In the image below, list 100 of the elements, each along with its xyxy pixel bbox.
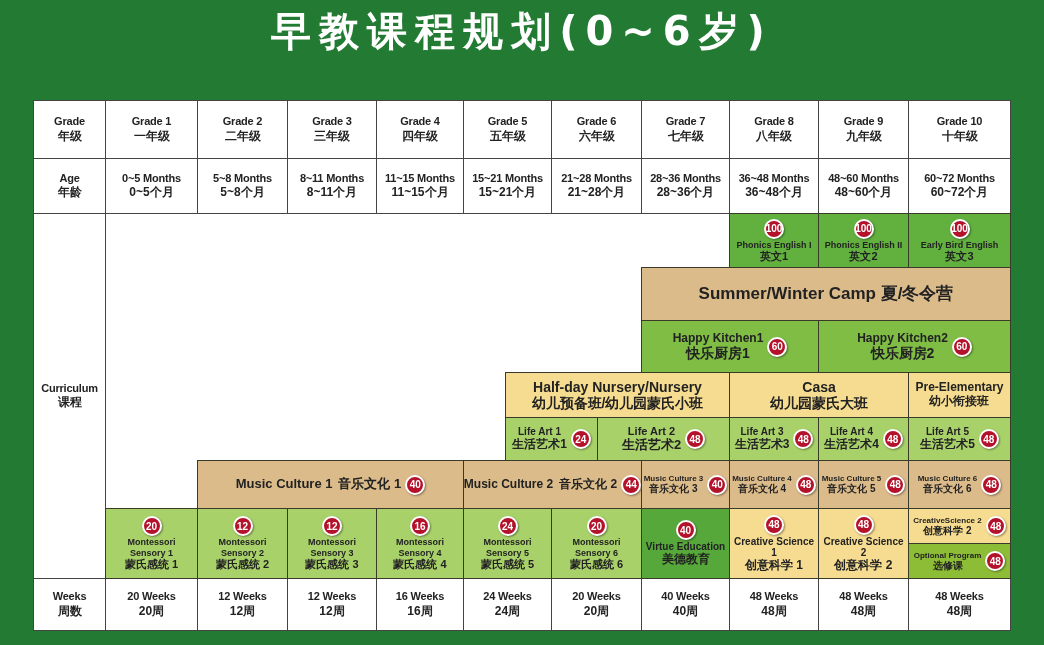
course-block [105,508,198,579]
cell-text: 20周 [583,603,610,619]
course-name: 英文2 [849,249,878,263]
row-header: 年级 [57,128,82,144]
course-name: Optional Program [913,550,982,560]
course-name: 音乐文化 5 [827,483,876,495]
course-block [908,372,1011,418]
cell-text: 20周 [138,603,165,619]
course-block [597,417,730,461]
course-block [505,417,598,461]
cell-text: 八年级 [756,128,792,144]
course-name: 幼小衔接班 [929,395,990,409]
cell-text: Grade 3 [312,115,352,129]
cell-text: Grade 2 [222,115,263,129]
cell-text: 三年级 [314,128,350,144]
cell-text: 六年级 [578,128,615,144]
row-header: Curriculum [41,381,98,396]
course-name: Summer/Winter Camp 夏/冬令营 [698,284,954,304]
cell-text: 60~72 Months [924,171,995,186]
cell-text: 36~48 Months [738,171,810,186]
course-name: Music Culture 3 [643,474,704,484]
count-badge: 12 [322,516,342,537]
course-block [376,508,464,579]
cell-text: 11~15 Months [384,171,455,186]
course-name: 蒙氏感统 1 [124,558,179,571]
cell-text: 12 Weeks [307,590,357,604]
course-block [197,508,288,579]
count-badge: 24 [570,429,591,449]
count-badge: 40 [405,474,426,495]
course-block [908,460,1011,509]
cell-text: Grade 5 [487,115,528,129]
course-name: Montessori Sensory 3 [308,537,357,558]
course-name: Happy Kitchen2 [857,331,948,346]
count-badge: 12 [232,516,253,537]
course-name: Music Culture 4 [732,474,792,484]
course-block [818,320,1011,373]
count-badge: 44 [621,474,642,495]
count-badge: 20 [141,516,162,537]
cell-text: Grade 9 [843,115,884,129]
cell-text: 48~60 Months [828,171,899,186]
course-block [641,267,1011,321]
count-badge: 48 [985,516,1006,536]
cell-text: 11~15个月 [391,185,449,201]
row-header: 课程 [57,395,82,411]
course-name: Half-day Nursery/Nursery [533,378,702,395]
course-name: Early Bird English [920,239,999,250]
course-block [908,543,1011,579]
cell-text: 48 Weeks [749,590,799,604]
count-badge: 40 [675,520,696,541]
count-badge: 100 [764,218,784,239]
cell-text: 四年级 [402,128,438,144]
course-name: Montessori Sensory 1 [127,537,177,558]
count-badge: 48 [793,429,814,449]
count-badge: 48 [764,514,784,535]
course-name: Pre-Elementary [915,381,1004,395]
row-header: Grade [54,115,85,129]
course-block [729,508,819,579]
cell-text: 16 Weeks [395,590,445,604]
course-name: Montessori Sensory 2 [218,537,268,558]
course-name: Music Culture 5 [821,474,882,484]
cell-text: 36~48个月 [745,185,803,201]
course-name: 蒙氏感统 4 [393,558,447,571]
course-name: Phonics English II [824,239,903,250]
count-badge: 48 [885,474,906,495]
cell-text: 5~8 Months [213,171,272,186]
course-name: Montessori Sensory 6 [572,537,622,558]
course-name: 英文1 [759,249,789,263]
course-block [463,508,552,579]
course-name: 快乐厨房2 [870,345,935,362]
course-name: 创意科学 1 [745,558,803,573]
course-name: 音乐文化 3 [649,483,698,495]
cell-text: 48周 [946,603,973,619]
cell-text: 48 Weeks [935,590,984,604]
cell-text: 40周 [672,603,699,619]
cell-text: 12周 [319,603,345,619]
course-name: 蒙氏感统 6 [569,558,624,571]
course-name: 生活艺术2 [621,437,682,453]
cell-text: 二年级 [224,128,261,144]
course-block [818,508,909,579]
cell-text: 16周 [407,603,433,619]
course-name: 创意科学 2 [923,524,972,537]
count-badge: 40 [707,474,728,495]
course-block [908,213,1011,268]
count-badge: 48 [882,429,903,449]
cell-text: 48周 [850,603,877,619]
course-name: 幼儿园蒙氏大班 [770,395,868,412]
course-name: 生活艺术1 [512,437,567,452]
cell-text: 48 Weeks [839,590,888,604]
course-name: 蒙氏感统 3 [305,558,359,571]
cell-text: 8~11 Months [299,171,365,186]
cell-text: 0~5 Months [122,171,181,186]
cell-text: 48~60个月 [834,185,893,201]
course-name: 蒙氏感统 2 [215,558,270,571]
cell-text: 28~36个月 [656,185,715,201]
count-badge: 48 [978,429,999,449]
course-name: 英文3 [945,249,974,263]
cell-text: 15~21个月 [478,185,537,201]
course-name: 音乐文化 2 [559,477,618,492]
count-badge: 24 [497,516,518,537]
cell-text: 15~21 Months [472,171,543,186]
